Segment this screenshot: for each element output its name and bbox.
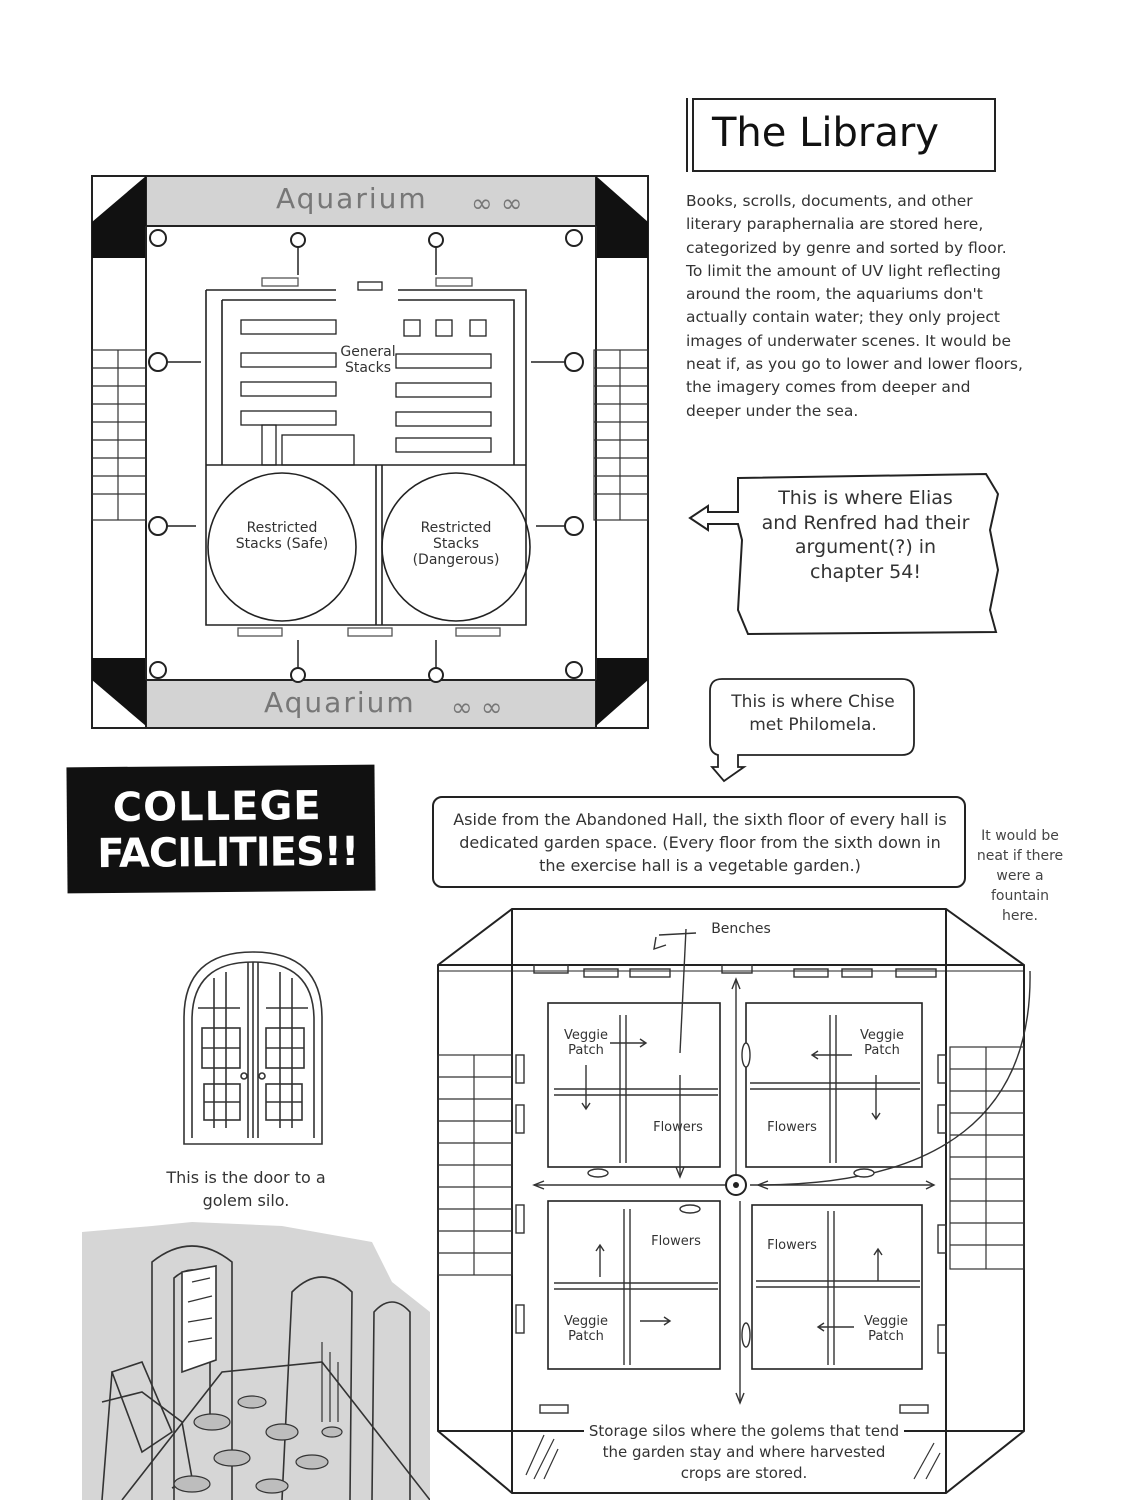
library-callout: This is where Elias and Renfred had thei…: [686, 470, 1002, 638]
banner-line-2: FACILITIES!!: [97, 828, 359, 878]
storage-silos-note: Storage silos where the golems that tend…: [584, 1421, 904, 1484]
svg-text:∞ ∞: ∞ ∞: [471, 189, 523, 219]
garden-intro-box: Aside from the Abandoned Hall, the sixth…: [432, 796, 966, 888]
flowers-label-4: Flowers: [767, 1238, 817, 1253]
banner-line-1: COLLEGE: [112, 783, 322, 831]
benches-label: Benches: [711, 921, 771, 937]
corridor-sketch: [82, 1222, 430, 1500]
library-description: Books, scrolls, documents, and other lit…: [686, 192, 1023, 420]
college-facilities-banner: COLLEGE FACILITIES!!: [66, 764, 376, 894]
aquarium-bottom-label: Aquarium: [264, 686, 416, 719]
general-stacks-label: General Stacks: [340, 344, 396, 377]
chise-speech-bubble: This is where Chise met Philomela.: [708, 677, 916, 787]
svg-text:∞ ∞: ∞ ∞: [451, 693, 503, 723]
library-title-box: The Library: [692, 98, 996, 172]
garden-map-drawing: [437, 908, 1031, 1494]
veggie-patch-label-1: Veggie Patch: [564, 1028, 608, 1058]
flowers-label-1: Flowers: [653, 1120, 703, 1135]
restricted-dangerous-label: Restricted Stacks (Dangerous): [412, 520, 500, 569]
golem-door-sketch: [178, 948, 328, 1148]
library-title: The Library: [712, 110, 939, 156]
library-map: ∞ ∞ ∞ ∞ Aquarium Aquarium General Stacks…: [86, 170, 656, 735]
chise-note-text: This is where Chise met Philomela.: [731, 692, 895, 735]
flowers-label-2: Flowers: [767, 1120, 817, 1135]
veggie-patch-label-2: Veggie Patch: [860, 1028, 904, 1058]
library-map-drawing: ∞ ∞ ∞ ∞: [91, 175, 649, 729]
garden-intro-text: Aside from the Abandoned Hall, the sixth…: [453, 810, 947, 875]
fountain-note: It would be neat if there were a fountai…: [976, 828, 1064, 924]
restricted-safe-label: Restricted Stacks (Safe): [235, 520, 329, 553]
veggie-patch-label-4: Veggie Patch: [864, 1314, 908, 1344]
flowers-label-3: Flowers: [651, 1234, 701, 1249]
golem-door-caption: This is the door to a golem silo.: [166, 1168, 326, 1210]
garden-map: Benches Veggie Patch Veggie Patch Veggie…: [434, 905, 1034, 1495]
library-callout-text: This is where Elias and Renfred had thei…: [761, 487, 970, 583]
aquarium-top-label: Aquarium: [276, 182, 428, 215]
veggie-patch-label-3: Veggie Patch: [564, 1314, 608, 1344]
